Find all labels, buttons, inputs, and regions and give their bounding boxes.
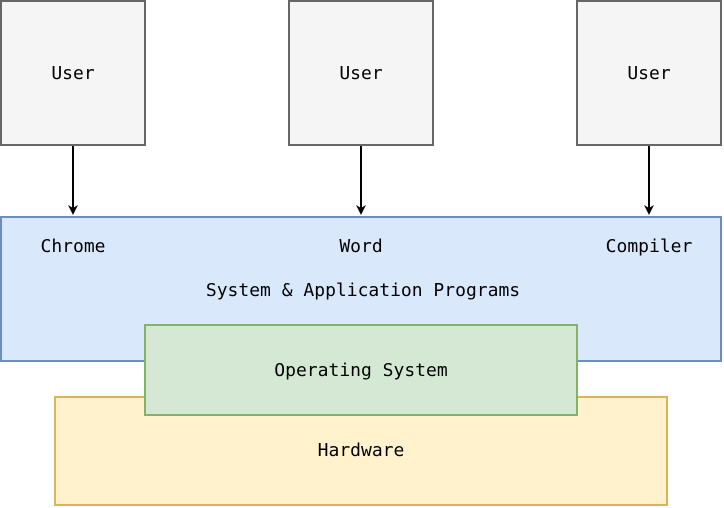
user-box-3: User	[576, 0, 722, 146]
user-label-1: User	[51, 62, 95, 84]
hardware-label: Hardware	[317, 440, 405, 461]
os-label: Operating System	[274, 359, 448, 381]
user-box-1: User	[0, 0, 146, 146]
user-label-3: User	[627, 62, 671, 84]
app-label-chrome: Chrome	[40, 236, 106, 257]
user-box-2: User	[288, 0, 434, 146]
user-label-2: User	[339, 62, 383, 84]
programs-layer-title: System & Application Programs	[205, 280, 521, 301]
app-label-word: Word	[339, 236, 383, 257]
os-layer: Operating System	[144, 324, 578, 416]
app-label-compiler: Compiler	[605, 236, 693, 257]
